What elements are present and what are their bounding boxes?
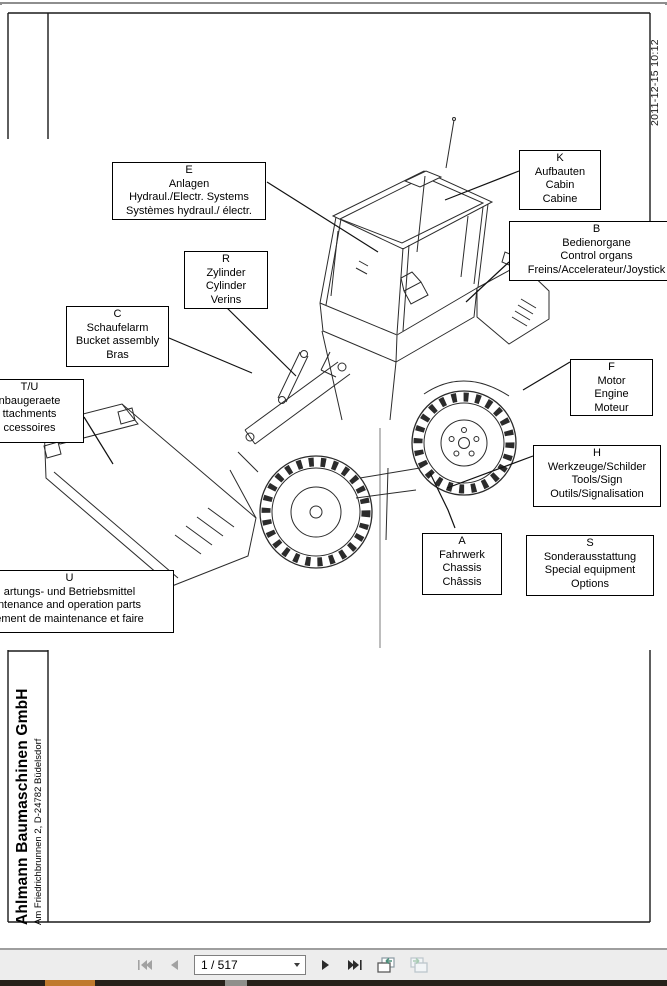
document-page: E Anlagen Hydraul./Electr. Systems Systè…: [0, 5, 667, 948]
leader-A: [429, 472, 456, 529]
company-block: Ahlmann Baumaschinen GmbH Am Friedrichbr…: [14, 688, 45, 925]
callout-F: F Motor Engine Moteur: [570, 359, 653, 416]
page-frame: [7, 12, 651, 923]
previous-page-icon: [171, 960, 178, 970]
leader-F: [522, 361, 571, 391]
antenna: [445, 117, 456, 169]
leader-TU: [83, 416, 114, 465]
page-dropdown-caret[interactable]: [294, 963, 300, 967]
callout-S: S Sonderausstattung Special equipment Op…: [526, 535, 654, 596]
last-page-icon: [348, 960, 362, 970]
leader-B: [465, 261, 510, 303]
callout-H: H Werkzeuge/Schilder Tools/Sign Outils/S…: [533, 445, 661, 507]
previous-view-icon: [377, 956, 395, 973]
previous-page-button[interactable]: [165, 956, 183, 974]
next-page-button[interactable]: [317, 956, 335, 974]
callout-A: A Fahrwerk Chassis Châssis: [422, 533, 502, 595]
leader-H: [446, 455, 534, 489]
leader-C: [168, 337, 253, 374]
leader-K: [444, 170, 520, 201]
next-view-icon: [410, 956, 428, 973]
callout-B: B Bedienorgane Control organs Freins/Acc…: [509, 221, 667, 281]
cabin: [319, 170, 494, 363]
pdf-navigation-toolbar: [0, 948, 667, 980]
taskbar-strip[interactable]: [0, 980, 667, 986]
next-page-icon: [322, 960, 329, 970]
front-wheel: [259, 455, 373, 569]
callout-K: K Aufbauten Cabin Cabine: [519, 150, 601, 210]
callout-TU: T/U nbaugeraete ttachments ccessoires: [0, 379, 84, 443]
next-view-button[interactable]: [408, 956, 430, 974]
page-navigation: [136, 955, 430, 975]
leader-E: [266, 181, 379, 253]
wheel-loader-diagram: [7, 12, 651, 923]
callout-U: U artungs- und Betriebsmittel ntenance a…: [0, 570, 174, 633]
leader-lines: [83, 170, 571, 529]
company-name: Ahlmann Baumaschinen GmbH: [14, 688, 31, 925]
machine-art: [43, 117, 550, 648]
callout-C: C Schaufelarm Bucket assembly Bras: [66, 306, 169, 367]
boom-arm: [229, 350, 351, 519]
callout-R: R Zylinder Cylinder Verins: [184, 251, 268, 309]
page-number-input[interactable]: [201, 958, 294, 972]
leader-R: [223, 304, 297, 377]
taskbar-active-segment[interactable]: [45, 980, 95, 986]
print-timestamp: 2011-12-15 10:12: [649, 39, 661, 126]
taskbar-segment[interactable]: [225, 980, 247, 986]
previous-view-button[interactable]: [375, 956, 397, 974]
window-top-edge: [0, 2, 667, 4]
last-page-button[interactable]: [346, 956, 364, 974]
callout-E: E Anlagen Hydraul./Electr. Systems Systè…: [112, 162, 266, 220]
first-page-button[interactable]: [136, 956, 154, 974]
first-page-icon: [138, 960, 152, 970]
company-address: Am Friedrichbrunnen 2, D-24782 Büdelsdor…: [33, 738, 44, 925]
page-number-box[interactable]: [194, 955, 306, 975]
chassis: [320, 330, 421, 541]
bucket: [43, 403, 257, 587]
rear-wheel: [411, 390, 517, 496]
